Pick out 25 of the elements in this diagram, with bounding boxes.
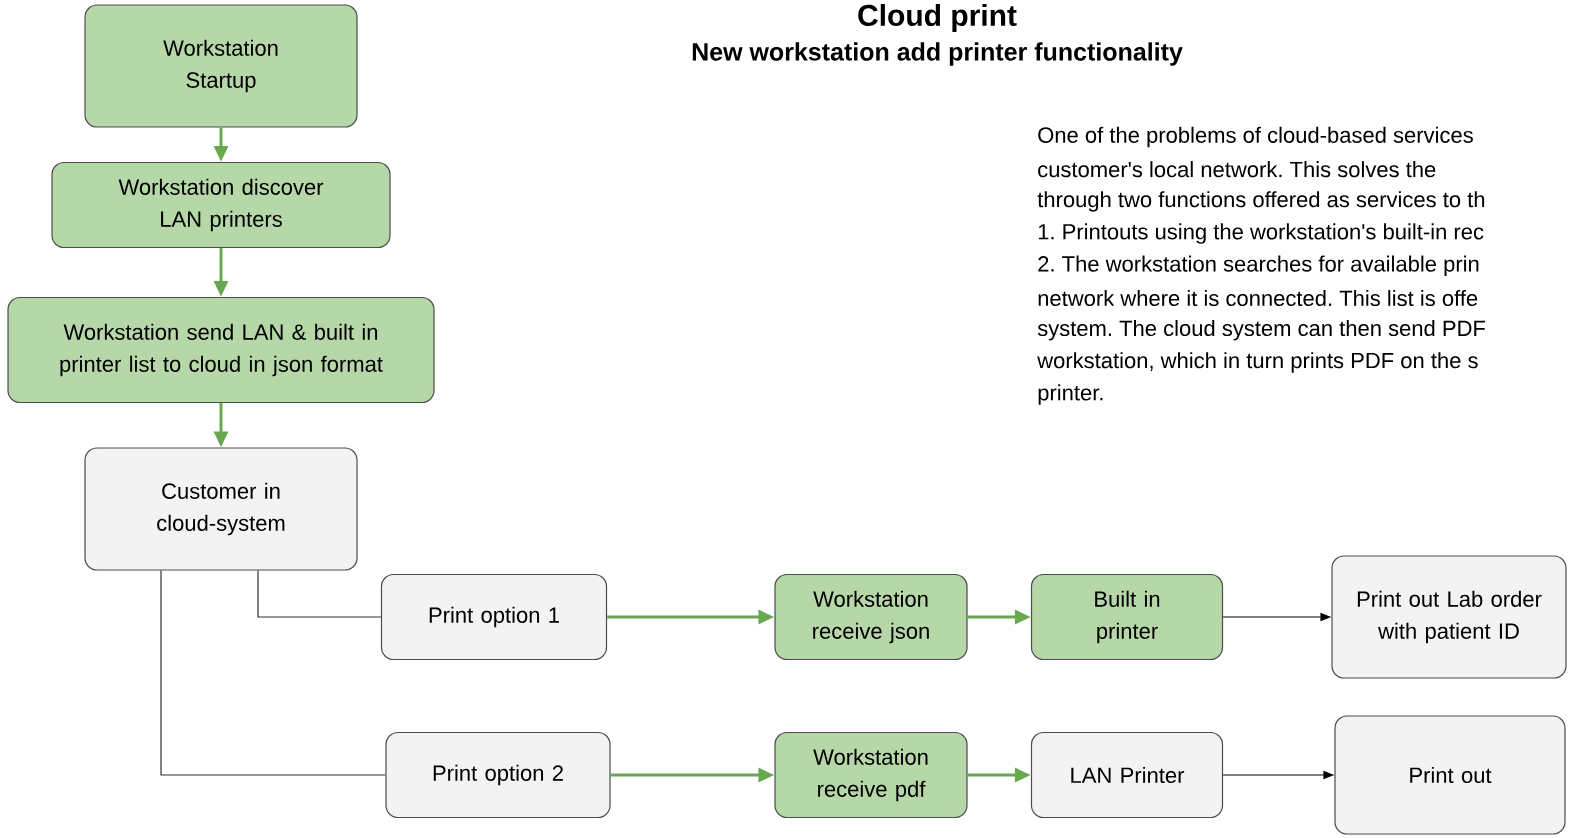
description-line: workstation, which in turn prints PDF on the s	[1037, 352, 1478, 373]
description-line: customer's local network. This solves the	[1038, 161, 1436, 178]
process-box: Workstation send LAN & built in printer list to cloud in json format	[7, 296, 435, 404]
step-box: Print option 2	[385, 731, 611, 819]
subtitle: New workstation add printer functionality	[692, 42, 1183, 66]
process-box: Workstation discover LAN printers	[51, 161, 391, 249]
description-line: One of the problems of cloud-based services	[1038, 126, 1473, 148]
step-box: Customer in cloud-system	[84, 447, 358, 571]
connector-line	[160, 570, 386, 776]
step-box: Print out Lab order with patient ID	[1331, 555, 1567, 679]
description-line: network where it is connected. This list is offe	[1038, 289, 1478, 307]
description-line: system. The cloud system can then send PDF	[1037, 319, 1485, 341]
description-line: 2. The workstation searches for available prin	[1038, 255, 1479, 277]
process-box: Workstation receive json	[774, 573, 968, 661]
process-box: Workstation Startup	[84, 4, 358, 128]
process-box: Workstation receive pdf	[774, 731, 968, 819]
title: Cloud print	[858, 4, 1017, 32]
process-box: Built in printer	[1030, 573, 1224, 661]
step-box: LAN Printer	[1030, 731, 1224, 819]
connector-line	[257, 570, 382, 618]
description-line: 1. Printouts using the workstation's built-in rec	[1038, 223, 1484, 244]
description-line: printer.	[1038, 384, 1103, 405]
description-line: through two functions offered as services to th	[1037, 191, 1485, 212]
step-box: Print out	[1334, 715, 1566, 835]
step-box: Print option 1	[380, 573, 608, 661]
